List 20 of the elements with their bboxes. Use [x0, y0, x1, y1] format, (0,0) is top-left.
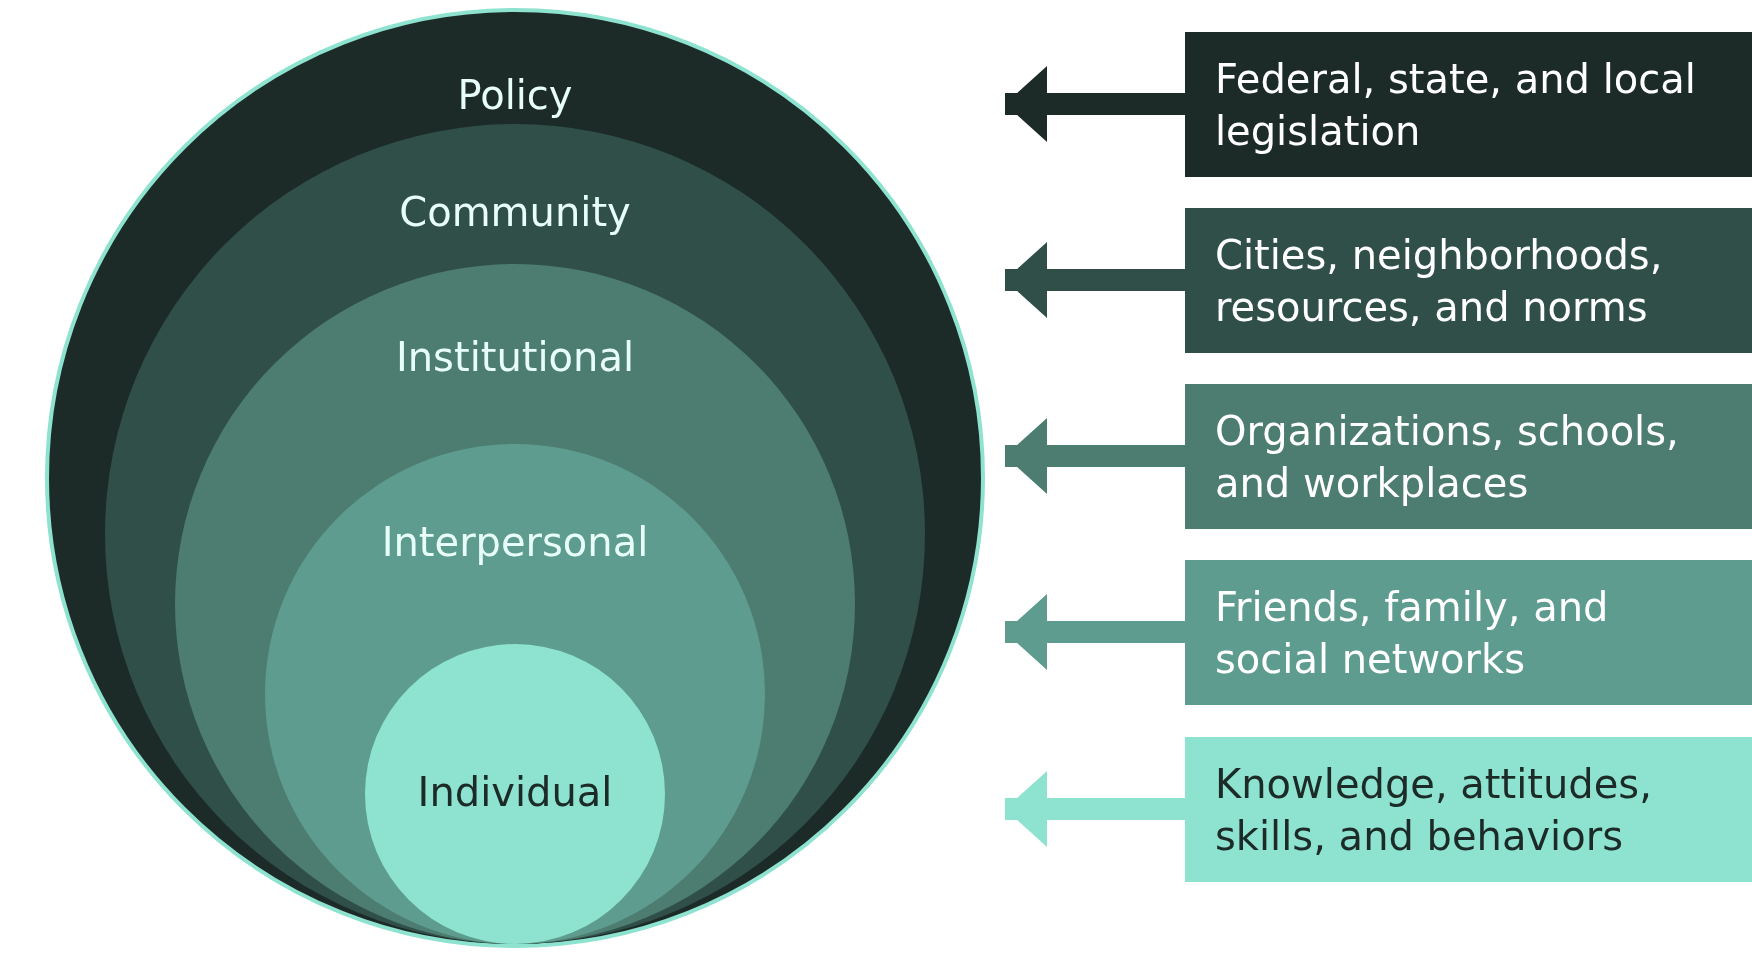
description-text: Cities, neighborhoods, resources, and norms — [1215, 230, 1664, 332]
layer-label: Institutional — [394, 334, 636, 380]
arrow — [1005, 242, 1185, 318]
description-box — [1185, 208, 1752, 353]
arrow — [1005, 418, 1185, 494]
description-box — [1185, 560, 1752, 705]
arrow — [1005, 594, 1185, 670]
description-box — [1185, 384, 1752, 529]
arrow — [1005, 771, 1185, 847]
layer-label: Individual — [416, 769, 614, 815]
description-text: Friends, family, and social networks — [1215, 582, 1610, 684]
description-text: Organizations, schools, and workplaces — [1215, 406, 1680, 508]
description-text: Federal, state, and local legislation — [1215, 54, 1697, 156]
layer-label: Policy — [456, 72, 574, 118]
arrow — [1005, 66, 1185, 142]
description-box — [1185, 737, 1752, 882]
description-text: Knowledge, attitudes, skills, and behaviors — [1215, 759, 1653, 861]
layer-label: Interpersonal — [380, 519, 650, 565]
layer-label: Community — [398, 189, 632, 235]
description-box — [1185, 32, 1752, 177]
